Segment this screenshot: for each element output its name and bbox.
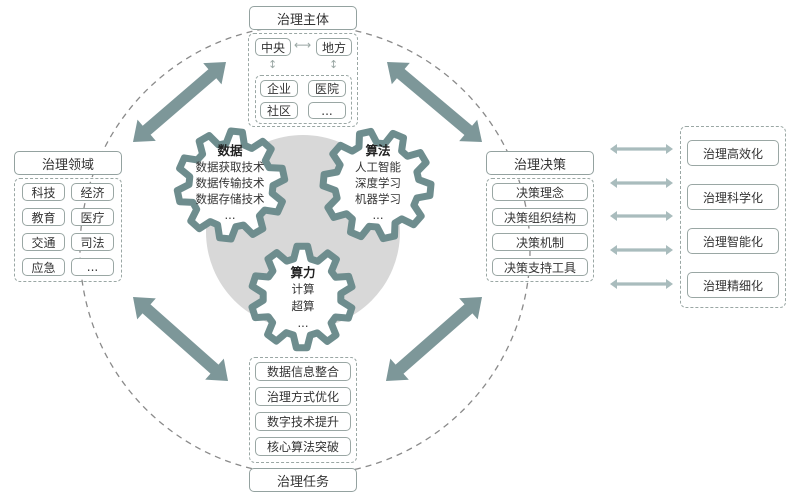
- gear-data-title: 数据: [217, 143, 243, 158]
- arrow-subject-decision: [387, 62, 482, 142]
- participant-hospital: 医院: [308, 80, 346, 97]
- task-item: 数据信息整合: [255, 362, 351, 381]
- gear-data-item: 数据传输技术: [195, 176, 265, 190]
- field-item: 医疗: [71, 208, 114, 226]
- task-item: 核心算法突破: [255, 437, 351, 456]
- field-group: [14, 178, 122, 282]
- gear-compute-title: 算力: [290, 265, 316, 280]
- goal-item: 治理精细化: [687, 272, 779, 298]
- decision-item: 决策支持工具: [492, 258, 588, 276]
- field-title: 治理领域: [14, 151, 122, 175]
- field-item: ...: [71, 258, 114, 276]
- gear-algorithm-item: 人工智能: [355, 160, 401, 174]
- diagonal-arrows: [133, 62, 482, 381]
- gear-data-item: ...: [224, 208, 236, 222]
- goal-item: 治理科学化: [687, 184, 779, 210]
- gear-compute-label: 算力 计算 超算 ...: [275, 264, 331, 332]
- gear-algorithm-item: ...: [372, 208, 384, 222]
- goal-link-arrow: [610, 245, 673, 255]
- goal-item: 治理高效化: [687, 140, 779, 166]
- vertical-arrow-right-icon: ↕: [329, 58, 339, 71]
- task-group: [249, 357, 357, 463]
- goal-arrows: [610, 144, 673, 289]
- decision-item: 决策组织结构: [492, 208, 588, 226]
- task-item: 治理方式优化: [255, 387, 351, 406]
- decision-item: 决策理念: [492, 183, 588, 201]
- field-item: 科技: [22, 183, 65, 201]
- task-item: 数字技术提升: [255, 412, 351, 431]
- subject-central: 中央: [255, 38, 291, 56]
- field-item: 应急: [22, 258, 65, 276]
- participant-enterprise: 企业: [260, 80, 298, 97]
- field-item: 经济: [71, 183, 114, 201]
- goal-link-arrow: [610, 279, 673, 289]
- arrow-field-task: [133, 297, 228, 381]
- goal-link-arrow: [610, 211, 673, 221]
- gear-data-item: 数据获取技术: [195, 160, 265, 174]
- arrow-field-subject: [133, 62, 226, 142]
- gear-compute-shape: [248, 242, 356, 352]
- goal-link-arrow: [610, 178, 673, 188]
- subject-title: 治理主体: [249, 6, 357, 30]
- subject-participants-group: [255, 75, 352, 124]
- vertical-arrow-left-icon: ↕: [268, 58, 278, 71]
- arrow-decision-task: [386, 297, 482, 381]
- goal-link-arrow: [610, 144, 673, 154]
- decision-title: 治理决策: [486, 151, 594, 175]
- gear-data-label: 数据 数据获取技术 数据传输技术 数据存储技术 ...: [189, 143, 271, 223]
- gear-compute-item: 超算: [291, 299, 315, 313]
- gear-algorithm-label: 算法 人工智能 深度学习 机器学习 ...: [348, 143, 408, 223]
- gear-algorithm-shape: [319, 127, 435, 243]
- decision-item: 决策机制: [492, 233, 588, 251]
- gear-data-shape: [173, 127, 289, 243]
- gear-algorithm-title: 算法: [365, 143, 391, 158]
- subject-local: 地方: [316, 38, 352, 56]
- task-title: 治理任务: [249, 468, 357, 492]
- gear-layer: [173, 127, 435, 352]
- gear-algorithm-item: 深度学习: [355, 176, 401, 190]
- goal-item: 治理智能化: [687, 228, 779, 254]
- field-item: 交通: [22, 233, 65, 251]
- goals-group: [680, 126, 786, 308]
- participant-community: 社区: [260, 102, 298, 119]
- gear-compute-item: ...: [297, 316, 309, 330]
- gear-algorithm-item: 机器学习: [355, 192, 401, 206]
- subject-group: [248, 33, 358, 127]
- decision-group: [486, 178, 594, 282]
- field-item: 教育: [22, 208, 65, 226]
- gear-compute-item: 计算: [291, 282, 315, 296]
- gear-data-item: 数据存储技术: [195, 192, 265, 206]
- central-local-arrow-icon: ⟷: [294, 38, 312, 52]
- field-item: 司法: [71, 233, 114, 251]
- participant-more: ...: [308, 102, 346, 119]
